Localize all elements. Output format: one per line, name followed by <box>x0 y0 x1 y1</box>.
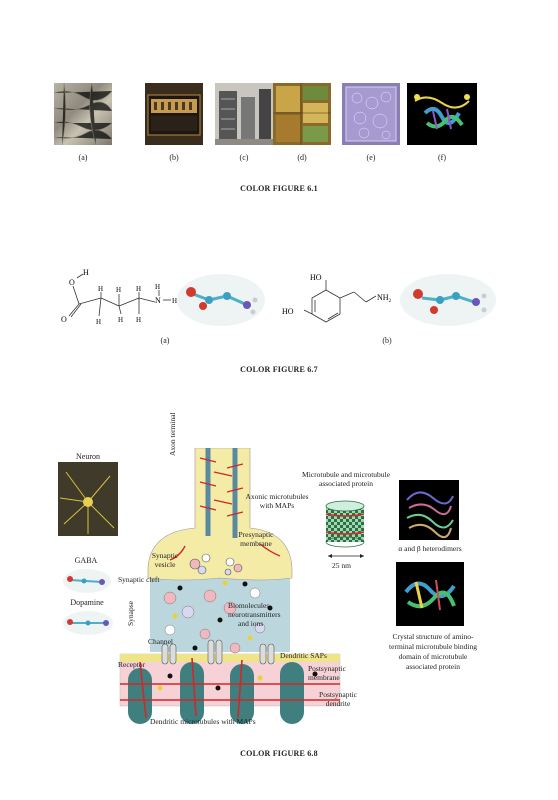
label-dendritic-microtubules: Dendritic microtubules with MAPs <box>150 717 256 726</box>
label-microtubule-title: Microtubule and microtubule associated p… <box>302 470 390 488</box>
gaba-atom-h1: H <box>98 285 103 293</box>
label-biomolecules: Biomolecules, neurotransmitters and ions <box>228 601 281 628</box>
panel-label-d: (d) <box>297 153 307 162</box>
gaba-atom-h5: H <box>136 285 141 293</box>
label-scale: 25 nm <box>332 561 351 570</box>
label-synaptic-cleft: Synaptic cleft <box>118 575 160 584</box>
scale-bar-arrow <box>328 554 364 558</box>
dopamine-atom-ho1: HO <box>310 273 322 282</box>
figure-caption-6-1: COLOR FIGURE 6.1 <box>240 184 318 193</box>
panel-label-a: (a) <box>78 153 88 162</box>
label-synapse: Synapse <box>126 601 135 626</box>
label-dopamine: Dopamine <box>70 598 104 607</box>
label-neuron: Neuron <box>76 452 100 461</box>
label-channel: Channel <box>148 637 173 646</box>
label-postsynaptic-dendrite: Postsynaptic dendrite <box>319 690 357 708</box>
neuron-image <box>58 462 118 536</box>
label-receptor: Receptor <box>118 660 146 669</box>
dopamine-atom-nh2: NH2 <box>377 293 392 304</box>
texture-svg <box>54 83 112 145</box>
fig67-label-b: (b) <box>382 336 392 345</box>
gaba-atom-h2: H <box>96 318 101 326</box>
crystal-structure-image <box>396 562 464 626</box>
panel-e-lattice-image <box>342 83 400 145</box>
gaba-atom-h-oh: H <box>83 268 89 277</box>
panel-c-room-image <box>215 83 273 145</box>
dopamine-structure-diagram: HO HO NH2 <box>282 273 392 323</box>
gaba-atom-h4: H <box>118 316 123 324</box>
label-synaptic-vesicle: Synaptic vesicle <box>151 551 179 569</box>
gaba-3d-model-image <box>177 274 265 326</box>
label-presynaptic-membrane: Presynaptic membrane <box>238 530 274 548</box>
panel-d-chip-image <box>273 83 331 145</box>
figure-caption-6-7: COLOR FIGURE 6.7 <box>240 365 318 374</box>
dopamine-small-model-image <box>63 611 113 635</box>
panel-b-machine-image <box>145 83 203 145</box>
panel-label-f: (f) <box>438 153 446 162</box>
panel-f-protein-image <box>407 83 477 145</box>
gaba-atom-n: N <box>155 296 161 305</box>
gaba-atom-o2: O <box>61 315 67 324</box>
label-axon-terminal: Axon terminal <box>168 412 177 456</box>
figure-caption-6-8: COLOR FIGURE 6.8 <box>240 749 318 758</box>
gaba-small-model-image <box>63 569 111 593</box>
gaba-atom-h3: H <box>116 286 121 294</box>
dopamine-atom-ho2: HO <box>282 307 294 316</box>
label-heterodimers: α and β heterodimers <box>398 544 462 553</box>
fig67-label-a: (a) <box>160 336 170 345</box>
label-crystal-structure: Crystal structure of amino- terminal mic… <box>389 632 477 671</box>
label-axonic-microtubules: Axonic microtubules with MAPs <box>245 492 309 510</box>
gaba-atom-h-n2: H <box>172 297 177 305</box>
heterodimer-image <box>399 480 459 540</box>
panel-label-e: (e) <box>366 153 376 162</box>
synapse-diagram <box>119 448 341 724</box>
panel-a-texture-image <box>54 83 112 145</box>
panel-label-b: (b) <box>169 153 179 162</box>
dopamine-3d-model-image <box>400 274 496 326</box>
gaba-structure-diagram: O H O H H H H H H H N H <box>61 268 177 326</box>
panel-label-c: (c) <box>239 153 249 162</box>
label-dendritic-saps: Dendritic SAPs <box>280 651 327 660</box>
gaba-atom-h6: H <box>136 316 141 324</box>
gaba-atom-o1: O <box>69 278 75 287</box>
label-postsynaptic-membrane: Postsynaptic membrane <box>308 664 346 682</box>
microtubule-cylinder-image <box>325 500 365 548</box>
gaba-atom-h-n1: H <box>155 283 160 291</box>
label-gaba: GABA <box>74 556 98 565</box>
